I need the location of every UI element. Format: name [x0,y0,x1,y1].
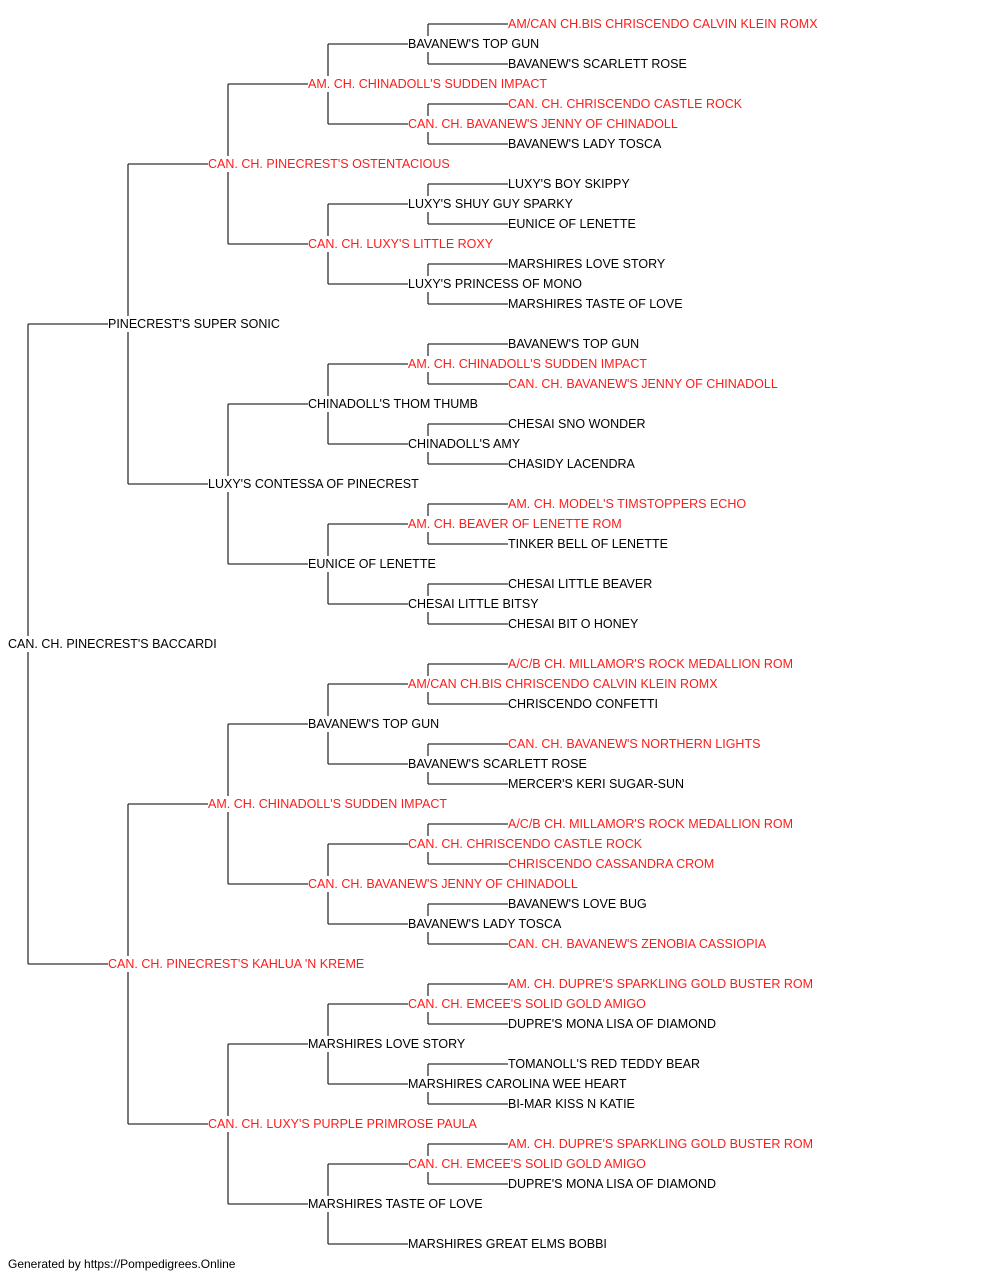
pedigree-entry-gen4: CAN. CH. EMCEE'S SOLID GOLD AMIGO [408,997,646,1011]
pedigree-entry-gen4: BAVANEW'S LADY TOSCA [408,917,562,931]
pedigree-entry-gen4: MARSHIRES GREAT ELMS BOBBI [408,1237,607,1251]
pedigree-entry-gen2: CAN. CH. LUXY'S PURPLE PRIMROSE PAULA [208,1117,477,1131]
pedigree-entry-gen5: DUPRE'S MONA LISA OF DIAMOND [508,1177,716,1191]
footer-credit: Generated by https://Pompedigrees.Online [8,1257,236,1271]
pedigree-entry-gen4: LUXY'S PRINCESS OF MONO [408,277,582,291]
pedigree-entry-gen5: BAVANEW'S SCARLETT ROSE [508,57,687,71]
pedigree-entry-gen5: DUPRE'S MONA LISA OF DIAMOND [508,1017,716,1031]
pedigree-entry-gen5: CHESAI LITTLE BEAVER [508,577,653,591]
pedigree-entry-gen3: BAVANEW'S TOP GUN [308,717,440,731]
pedigree-entry-gen5: CAN. CH. CHRISCENDO CASTLE ROCK [508,97,743,111]
pedigree-entry-gen4: BAVANEW'S SCARLETT ROSE [408,757,587,771]
pedigree-entry-gen5: CHASIDY LACENDRA [508,457,635,471]
pedigree-entry-gen5: AM. CH. DUPRE'S SPARKLING GOLD BUSTER RO… [508,977,813,991]
pedigree-entry-gen3: EUNICE OF LENETTE [308,557,436,571]
pedigree-entry-gen4: AM/CAN CH.BIS CHRISCENDO CALVIN KLEIN RO… [408,677,718,691]
pedigree-entry-gen5: AM. CH. MODEL'S TIMSTOPPERS ECHO [508,497,747,511]
pedigree-entry-gen4: CAN. CH. EMCEE'S SOLID GOLD AMIGO [408,1157,646,1171]
pedigree-entry-gen2: LUXY'S CONTESSA OF PINECREST [208,477,419,491]
pedigree-entry-gen3: MARSHIRES TASTE OF LOVE [308,1197,483,1211]
pedigree-entry-gen5: CAN. CH. BAVANEW'S JENNY OF CHINADOLL [508,377,778,391]
pedigree-entry-gen5: BAVANEW'S LADY TOSCA [508,137,662,151]
pedigree-entry-gen5: CHRISCENDO CASSANDRA CROM [508,857,715,871]
pedigree-entry-gen5: CHRISCENDO CONFETTI [508,697,658,711]
pedigree-entry-gen5: EUNICE OF LENETTE [508,217,636,231]
pedigree-entry-gen5: BAVANEW'S LOVE BUG [508,897,647,911]
pedigree-entry-gen4: LUXY'S SHUY GUY SPARKY [408,197,573,211]
pedigree-entry-gen4: MARSHIRES CAROLINA WEE HEART [408,1077,627,1091]
pedigree-entry-gen5: MARSHIRES LOVE STORY [508,257,666,271]
pedigree-entry-gen2: CAN. CH. PINECREST'S OSTENTACIOUS [208,157,450,171]
pedigree-entry-gen5: A/C/B CH. MILLAMOR'S ROCK MEDALLION ROM [508,657,794,671]
pedigree-entry-gen4: CAN. CH. CHRISCENDO CASTLE ROCK [408,837,643,851]
pedigree-entry-gen4: CAN. CH. BAVANEW'S JENNY OF CHINADOLL [408,117,678,131]
pedigree-entry-gen5: CHESAI SNO WONDER [508,417,646,431]
pedigree-entry-gen0: CAN. CH. PINECREST'S BACCARDI [8,637,217,651]
pedigree-entry-gen5: A/C/B CH. MILLAMOR'S ROCK MEDALLION ROM [508,817,794,831]
pedigree-entry-gen5: CAN. CH. BAVANEW'S ZENOBIA CASSIOPIA [508,937,767,951]
pedigree-entry-gen4: CHINADOLL'S AMY [408,437,521,451]
pedigree-entry-gen5: AM. CH. DUPRE'S SPARKLING GOLD BUSTER RO… [508,1137,813,1151]
pedigree-entry-gen5: AM/CAN CH.BIS CHRISCENDO CALVIN KLEIN RO… [508,17,818,31]
pedigree-entry-gen2: AM. CH. CHINADOLL'S SUDDEN IMPACT [208,797,447,811]
pedigree-entry-gen5: LUXY'S BOY SKIPPY [508,177,630,191]
pedigree-entry-gen5: TOMANOLL'S RED TEDDY BEAR [508,1057,701,1071]
pedigree-entry-gen4: BAVANEW'S TOP GUN [408,37,540,51]
pedigree-entry-gen5: BI-MAR KISS N KATIE [508,1097,635,1111]
pedigree-entry-gen1: PINECREST'S SUPER SONIC [108,317,280,331]
pedigree-entry-gen5: CAN. CH. BAVANEW'S NORTHERN LIGHTS [508,737,761,751]
pedigree-entry-gen5: CHESAI BIT O HONEY [508,617,639,631]
pedigree-entry-gen1: CAN. CH. PINECREST'S KAHLUA 'N KREME [108,957,365,971]
pedigree-entry-gen5: MERCER'S KERI SUGAR-SUN [508,777,685,791]
pedigree-entry-gen4: AM. CH. BEAVER OF LENETTE ROM [408,517,622,531]
pedigree-entry-gen3: CHINADOLL'S THOM THUMB [308,397,479,411]
pedigree-entry-gen5: MARSHIRES TASTE OF LOVE [508,297,683,311]
pedigree-entry-gen4: AM. CH. CHINADOLL'S SUDDEN IMPACT [408,357,647,371]
pedigree-entry-gen4: CHESAI LITTLE BITSY [408,597,539,611]
pedigree-entry-gen5: BAVANEW'S TOP GUN [508,337,640,351]
pedigree-entry-gen3: CAN. CH. LUXY'S LITTLE ROXY [308,237,494,251]
pedigree-entry-gen3: AM. CH. CHINADOLL'S SUDDEN IMPACT [308,77,547,91]
pedigree-entry-gen3: MARSHIRES LOVE STORY [308,1037,466,1051]
pedigree-entry-gen3: CAN. CH. BAVANEW'S JENNY OF CHINADOLL [308,877,578,891]
pedigree-entry-gen5: TINKER BELL OF LENETTE [508,537,668,551]
